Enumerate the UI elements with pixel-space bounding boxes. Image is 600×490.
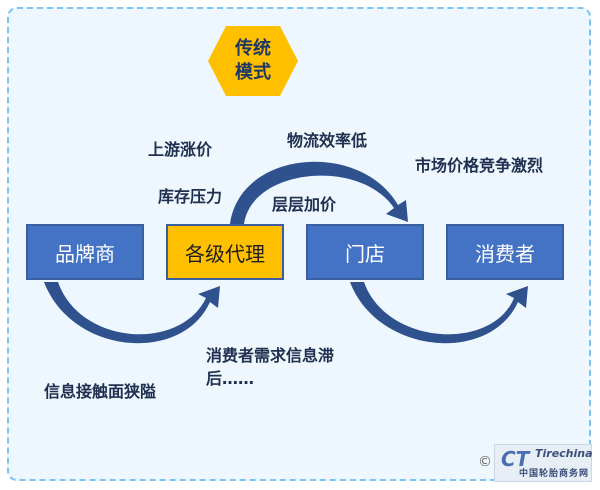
label-demand-lag-2: 后…… (206, 369, 255, 388)
arrow-agents-to-store (230, 161, 408, 224)
node-consumer-label: 消费者 (475, 241, 535, 266)
node-agents-label: 各级代理 (185, 241, 265, 266)
label-price-up: 上游涨价 (148, 140, 213, 159)
label-markup: 层层加价 (272, 195, 337, 214)
traditional-mode-badge: 传统 模式 (208, 26, 298, 96)
node-brand: 品牌商 (26, 224, 144, 280)
node-store-label: 门店 (345, 241, 385, 266)
label-logistics: 物流效率低 (287, 131, 368, 150)
node-brand-label: 品牌商 (55, 241, 115, 266)
badge-text: 传统 模式 (235, 38, 271, 83)
label-info-narrow: 信息接触面狭隘 (44, 382, 157, 401)
node-store: 门店 (306, 224, 424, 280)
logo-latin: Tirechina (535, 447, 593, 460)
arrow-brand-to-agents (44, 282, 220, 344)
label-demand-lag-1: 消费者需求信息滞 (206, 346, 335, 365)
logo-mark: CT (501, 447, 530, 471)
node-agents: 各级代理 (166, 224, 284, 280)
arrow-store-to-consumer (350, 282, 528, 344)
tirechina-logo: CT Tirechina 中国轮胎商务网 (494, 444, 593, 482)
label-competition: 市场价格竞争激烈 (415, 156, 544, 175)
logo-chinese: 中国轮胎商务网 (519, 469, 590, 479)
node-consumer: 消费者 (446, 224, 564, 280)
label-inventory: 库存压力 (158, 187, 223, 206)
